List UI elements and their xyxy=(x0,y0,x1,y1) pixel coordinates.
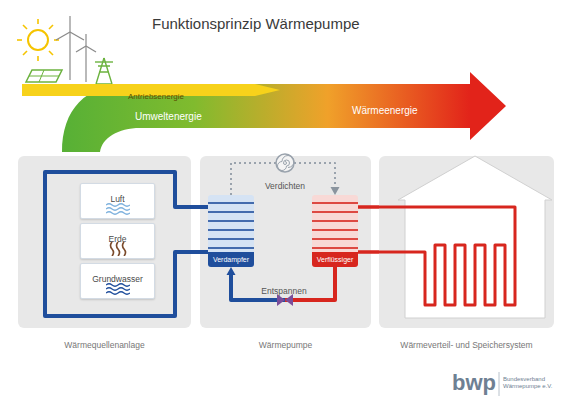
logo-divider xyxy=(499,372,500,396)
process-step-label: Verdichten xyxy=(265,182,305,192)
panel-label: Wärmeverteil- und Speichersystem xyxy=(400,341,532,351)
water-icon xyxy=(106,284,130,287)
water-icon xyxy=(106,288,130,291)
heat-exchanger-box: Verdampfer xyxy=(208,195,254,267)
heat-exchanger-coil xyxy=(312,195,358,252)
panel-label: Wärmequellenanlage xyxy=(64,341,144,351)
coil-line xyxy=(208,220,254,222)
label-holder: Umweltenergie xyxy=(135,106,202,124)
pipe-line xyxy=(358,250,379,254)
source-text-holder: Grundwasser xyxy=(81,268,154,286)
panel-ground xyxy=(379,156,554,328)
logo-text: bwp xyxy=(452,370,496,395)
source-box: Erde xyxy=(80,223,155,259)
pipe-connector xyxy=(227,267,336,300)
arrow-head xyxy=(227,267,236,275)
pipe-connector xyxy=(191,252,208,253)
title-holder: Funktionsprinzip Wärmepumpe xyxy=(152,15,360,33)
coil-line xyxy=(208,247,254,249)
edge-label-holder: Entspannen xyxy=(261,280,306,298)
source-text-holder: Luft xyxy=(81,188,154,206)
earth-icon xyxy=(116,242,119,256)
energy-label: Umweltenergie xyxy=(135,111,202,123)
air-icon xyxy=(106,208,130,211)
heat-exchanger-strip: Verdampfer xyxy=(208,252,254,267)
pipe-connector xyxy=(191,207,208,208)
source-loop-pipe xyxy=(45,172,191,316)
heat-exchanger-strip: Verflüssiger xyxy=(312,252,358,267)
process-step-label: Entspannen xyxy=(261,287,306,297)
source-icon xyxy=(106,202,130,216)
water-icon xyxy=(106,292,130,295)
coil-line xyxy=(208,238,254,240)
heat-exchanger-label: Verflüssiger xyxy=(317,252,354,267)
compressor-symbol xyxy=(276,154,294,172)
energy-label: Wärmeenergie xyxy=(352,105,418,117)
coil-line xyxy=(208,229,254,231)
pipe-connector xyxy=(358,207,379,208)
coil-line xyxy=(312,238,358,240)
earth-icon xyxy=(110,242,113,256)
region-panel: Wärmeverteil- und Speichersystem xyxy=(379,156,554,328)
air-icon xyxy=(106,212,130,215)
coil-line xyxy=(312,229,358,231)
label-holder: Wärmeenergie xyxy=(352,100,418,118)
pipe-line xyxy=(358,205,379,209)
source-icon xyxy=(106,242,130,256)
region-panel: WärmequellenanlageLuftErdeGrundwasser xyxy=(18,156,191,328)
source-label: Luft xyxy=(110,195,124,205)
renewable-icons xyxy=(17,16,113,84)
label-holder: bwp xyxy=(452,370,496,395)
arrow-head xyxy=(331,187,340,195)
coil-line xyxy=(312,247,358,249)
panel-label: Wärmepumpe xyxy=(259,341,312,351)
source-box: Luft xyxy=(80,183,155,219)
coil-line xyxy=(312,202,358,204)
heat-exchanger-box: Verflüssiger xyxy=(312,195,358,267)
pipe-connector xyxy=(358,252,379,253)
coil-line xyxy=(208,211,254,213)
label-holder: Bundesverband Wärmepumpe e.V. xyxy=(503,374,561,392)
source-label: Grundwasser xyxy=(92,275,143,285)
heat-exchanger-coil xyxy=(208,195,254,252)
panel-label-holder: Wärmequellenanlage xyxy=(18,334,191,352)
panel-ground xyxy=(200,156,371,328)
source-text-holder: Erde xyxy=(81,228,154,246)
earth-icon xyxy=(122,242,125,256)
pipe-line xyxy=(231,267,335,300)
panel-ground xyxy=(18,156,191,328)
coil-line xyxy=(312,211,358,213)
air-icon xyxy=(106,204,130,207)
label-holder: Antriebsenergie xyxy=(128,85,184,103)
panel-label-holder: Wärmeverteil- und Speichersystem xyxy=(379,334,554,352)
edge-label-holder: Verdichten xyxy=(265,175,305,193)
panel-label-holder: Wärmepumpe xyxy=(200,334,371,352)
source-icon xyxy=(106,282,130,296)
pipe-line xyxy=(191,205,208,209)
heat-exchanger-label: Verdampfer xyxy=(213,252,249,267)
coil-line xyxy=(312,220,358,222)
source-box: Grundwasser xyxy=(80,263,155,299)
diagram-title: Funktionsprinzip Wärmepumpe xyxy=(152,15,360,32)
source-label: Erde xyxy=(109,235,127,245)
energy-label: Antriebsenergie xyxy=(128,92,184,101)
heating-coil-pipe xyxy=(379,207,515,305)
coil-line xyxy=(208,202,254,204)
pipe-line xyxy=(191,250,208,254)
logo-subtitle: Bundesverband Wärmepumpe e.V. xyxy=(503,376,561,390)
